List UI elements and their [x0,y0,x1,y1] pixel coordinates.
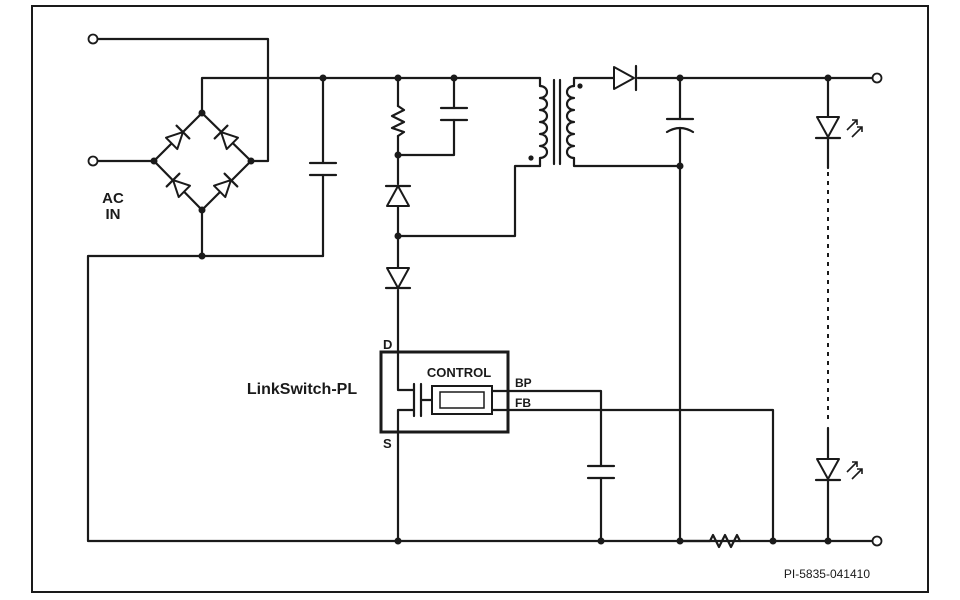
junction-dot [824,74,832,82]
output-capacitor [665,117,695,134]
output-rectifier-diode [613,64,638,92]
secondary-polarity-dot [577,83,583,89]
bridge-diode-upper-left [164,124,191,151]
junction-dot [676,74,684,82]
output-positive-terminal [871,72,883,84]
led-bottom-emission-arrows [846,461,863,480]
ac-in-label-line2: IN [106,206,121,223]
led-bottom [814,458,863,482]
control-block-inner [439,391,485,409]
part-number-label: PI-5835-041410 [784,567,870,581]
led-top-emission-arrows [846,119,863,138]
transformer-primary [538,84,549,160]
transformer [528,78,583,166]
junction-dot [394,74,402,82]
junction-dot [198,109,206,117]
junction-dot [676,162,684,170]
bridge-diode-upper-right [213,124,240,151]
sense-resistor [678,533,742,549]
ac-neutral-terminal [87,155,99,167]
bridge-rectifier-outline [152,111,253,212]
control-label: CONTROL [427,365,491,380]
drain-blocking-diode [384,267,412,290]
bulk-capacitor [308,161,338,177]
secondary-top-lead [572,76,616,88]
junction-dot [450,74,458,82]
clamp-capacitor [439,106,469,122]
output-negative-terminal [871,535,883,547]
ic-package [379,350,510,434]
primary-return-wire [396,164,542,238]
bp-wire [506,389,603,468]
bp-pin-label: BP [515,376,532,390]
junction-dot [150,157,158,165]
junction-dot [676,537,684,545]
junction-dot [394,151,402,159]
clamp-diode [384,184,412,207]
wires [86,37,877,543]
junction-dots [150,74,832,545]
led-top [814,116,863,140]
junction-dot [247,157,255,165]
bridge-diode-lower-left [165,172,192,199]
transformer-secondary [565,84,576,160]
ac-line-terminal [87,33,99,45]
mosfet-source-lead [396,408,416,434]
ic-name-label: LinkSwitch-PL [247,381,357,398]
ac-line-wire [93,37,270,163]
mosfet-drain-lead [396,350,416,392]
ac-in-label-line1: AC [102,190,124,207]
dc-bus-wire [200,76,542,115]
primary-polarity-dot [528,155,534,161]
fb-pin-label: FB [515,396,531,410]
junction-dot [198,206,206,214]
junction-dot [319,74,327,82]
clamp-cap-bottom-wire [396,118,456,157]
terminals [87,33,883,547]
junction-dot [198,252,206,260]
junction-dot [597,537,605,545]
diagram-frame [31,5,929,593]
secondary-bottom-lead [572,156,682,168]
junction-dot [394,537,402,545]
junction-dot [824,537,832,545]
bridge-diode-lower-right [212,172,239,199]
source-pin-label: S [383,436,392,451]
bridge-diodes [164,124,240,199]
junction-dot [394,232,402,240]
drain-pin-label: D [383,337,392,352]
junction-dot [769,537,777,545]
clamp-resistor [390,104,406,138]
bypass-capacitor [586,464,616,480]
fb-wire [506,408,775,543]
